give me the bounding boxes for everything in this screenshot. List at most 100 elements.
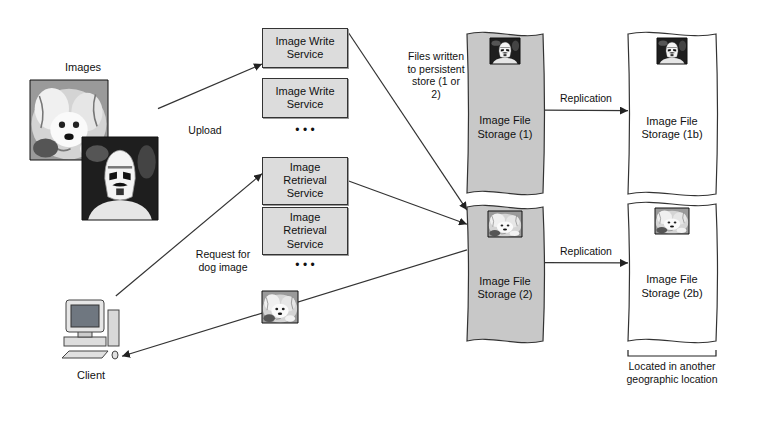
service-box: Image Write Service — [262, 78, 348, 118]
computer-tower — [108, 310, 119, 346]
service-box: Image Retrieval Service — [262, 157, 348, 205]
node-shape — [28, 60, 158, 222]
flow-arrow — [348, 181, 467, 225]
photo-border — [655, 208, 689, 234]
photo-border — [82, 137, 158, 220]
dog-eye — [282, 308, 285, 311]
node-label: Images — [28, 61, 138, 74]
node-shape — [467, 30, 543, 197]
shape-group — [628, 32, 718, 195]
trooper-helmet — [666, 42, 678, 58]
moustache — [112, 183, 127, 187]
dog-eye — [501, 225, 504, 227]
node-label: Client — [77, 369, 105, 382]
photo-border — [262, 291, 298, 323]
trooper-photo — [657, 38, 687, 64]
helmet-visor — [501, 49, 504, 52]
client-node: Client — [60, 296, 122, 382]
photo-shadow — [489, 230, 500, 236]
background-blur — [492, 41, 501, 46]
dog-photo — [655, 208, 689, 234]
edge-label: Upload — [180, 124, 230, 137]
helmet-band — [667, 47, 677, 49]
node-shape — [467, 203, 543, 345]
background-blur — [137, 145, 155, 178]
monitor-body — [66, 300, 104, 332]
storage-outline — [467, 32, 545, 194]
dog-fur — [263, 295, 298, 323]
photo-shadow — [33, 138, 58, 157]
trooper-helmet — [499, 42, 511, 58]
photo-ground — [657, 38, 687, 64]
moustache — [502, 52, 508, 53]
flow-arrow — [122, 250, 467, 356]
dog-nose — [278, 312, 282, 315]
trooper-armour — [659, 58, 684, 64]
node-label: Image Retrieval Service — [267, 211, 343, 251]
shape-group — [467, 205, 545, 342]
location-bracket — [628, 350, 716, 356]
trooper-armour — [88, 200, 152, 220]
helmet-band — [500, 47, 510, 49]
dog-eye — [674, 222, 677, 224]
photo-border — [490, 38, 520, 64]
flow-arrow — [543, 110, 628, 112]
node-shape — [628, 200, 716, 345]
trooper-armour — [492, 58, 517, 64]
background-blur — [512, 41, 519, 51]
storage-outline — [628, 32, 718, 195]
node-label: Image Retrieval Service — [267, 161, 343, 201]
dog-eye — [275, 308, 278, 311]
trooper-photo — [82, 137, 158, 220]
dog-photo — [262, 291, 298, 323]
helmet-band — [108, 166, 132, 168]
dog-eye — [668, 222, 671, 224]
dog-face — [664, 218, 680, 229]
dog-face — [497, 221, 513, 232]
dog-fur — [656, 211, 689, 234]
flow-arrow — [543, 262, 628, 263]
photo-ground — [262, 291, 298, 323]
dog-photo — [488, 211, 522, 237]
trooper-photo — [490, 38, 520, 64]
dog-fur — [489, 214, 522, 237]
dog-nose — [670, 225, 674, 227]
node-shape — [628, 30, 716, 198]
photo-shadow — [656, 227, 667, 233]
photo-ground — [488, 211, 522, 237]
flow-arrow — [348, 32, 467, 210]
dog-paw — [285, 315, 295, 321]
helmet-visor — [506, 49, 509, 52]
dog-face — [271, 304, 288, 318]
dog-eye — [73, 122, 79, 128]
storage-node: Image File Storage (1b) — [628, 30, 716, 198]
helmet-visor — [668, 49, 671, 52]
storage-outline — [467, 205, 545, 342]
background-blur — [659, 41, 668, 46]
helmet-visor — [123, 172, 131, 180]
keyboard — [62, 351, 108, 358]
image-group: Images — [28, 60, 158, 222]
background-blur — [679, 41, 686, 51]
shape-group — [30, 80, 158, 220]
photo-ground — [655, 208, 689, 234]
edge-label: Files written to persistent store (1 or … — [406, 50, 466, 100]
shape-group — [628, 202, 718, 342]
storage-node: Image File Storage (2) — [467, 203, 543, 345]
node-label: Image File Storage (2) — [473, 275, 537, 301]
node-label: Image File Storage (1b) — [634, 115, 710, 141]
node-label: Image Write Service — [267, 35, 343, 61]
helmet-grille — [116, 188, 124, 195]
edge-label: Replication — [550, 92, 622, 105]
edge-label: Request for dog image — [190, 248, 256, 273]
dog-eye — [507, 225, 510, 227]
monitor-screen — [71, 305, 99, 327]
background-blur — [86, 145, 109, 162]
location-note: Located in another geographic location — [612, 360, 732, 385]
photo-ground — [490, 38, 520, 64]
edge-label: Replication — [550, 245, 622, 258]
photo-shadow — [263, 314, 275, 322]
storage-node: Image File Storage (2b) — [628, 200, 716, 345]
node-label: Image File Storage (2b) — [634, 273, 710, 299]
